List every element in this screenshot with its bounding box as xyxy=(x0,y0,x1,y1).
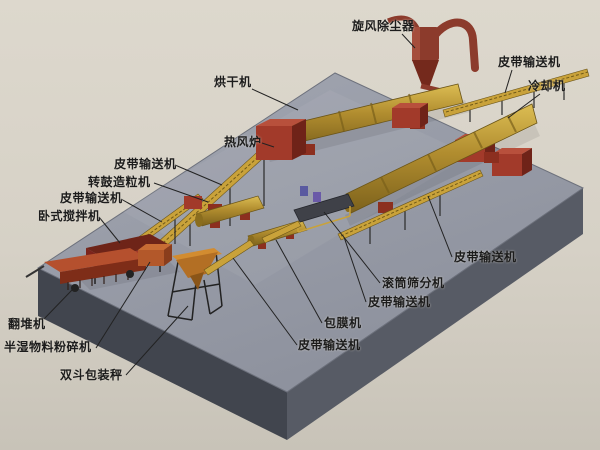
small-equipment-items xyxy=(300,186,321,202)
label-compost-turner: 翻堆机 xyxy=(8,317,46,331)
label-double-hopper-packing-scale: 双斗包装秤 xyxy=(60,368,123,382)
belt-conveyor-top-right-shape xyxy=(442,68,590,122)
label-cooler: 冷却机 xyxy=(528,79,566,93)
label-belt-conveyor-middle: 皮带输送机 xyxy=(368,295,431,309)
label-belt-conveyor-top-right: 皮带输送机 xyxy=(498,55,561,69)
label-rotary-drum-granulator: 转鼓造粒机 xyxy=(88,175,151,189)
label-belt-conveyor-left: 皮带输送机 xyxy=(60,191,123,205)
belt-conveyor-middle-shape xyxy=(261,220,302,244)
label-belt-conveyor-upper-left: 皮带输送机 xyxy=(114,157,177,171)
compost-turner-shape xyxy=(25,248,146,292)
belt-conveyor-right-shape xyxy=(337,169,484,244)
label-coating-machine: 包膜机 xyxy=(324,316,362,330)
label-semi-wet-material-crusher: 半湿物料粉碎机 xyxy=(4,340,92,354)
label-cyclone-dust-collector: 旋风除尘器 xyxy=(352,19,415,33)
label-belt-conveyor-right: 皮带输送机 xyxy=(454,250,517,264)
double-hopper-packing-scale-shape xyxy=(167,248,223,321)
rotary-drum-granulator-shape xyxy=(195,195,265,228)
label-belt-conveyor-bottom: 皮带输送机 xyxy=(298,338,361,352)
drum-screener-shape xyxy=(293,193,355,233)
label-dryer: 烘干机 xyxy=(214,75,252,89)
label-hot-air-furnace: 热风炉 xyxy=(224,135,262,149)
belt-conveyor-bottom-shape xyxy=(203,239,255,276)
hot-air-furnace-shape xyxy=(256,119,306,160)
cyclone-dust-collector-shape xyxy=(387,15,479,96)
semi-wet-material-crusher-shape xyxy=(138,244,172,266)
label-horizontal-mixer: 卧式搅拌机 xyxy=(38,209,101,223)
leader-lines xyxy=(43,33,541,376)
label-drum-screener: 滚筒筛分机 xyxy=(382,276,445,290)
